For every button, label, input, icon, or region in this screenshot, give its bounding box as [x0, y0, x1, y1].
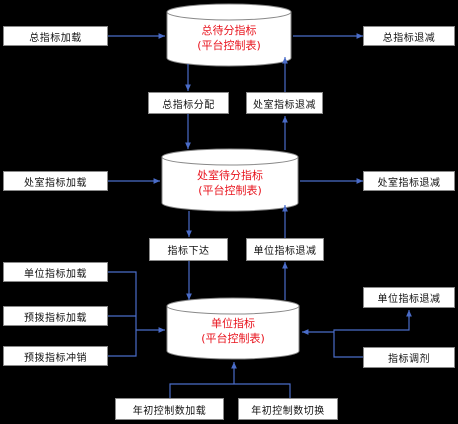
box-index-adjust: 指标调剂 [363, 347, 455, 368]
box-unit-load: 单位指标加载 [3, 262, 108, 282]
drum-top-subtitle: (平台控制表) [197, 39, 261, 52]
box-budget-load: 预拨指标加载 [3, 306, 108, 326]
box-total-alloc: 总指标分配 [148, 92, 229, 114]
box-index-issue: 指标下达 [149, 238, 228, 261]
drum-bottom [166, 297, 300, 360]
drum-bottom-subtitle: (平台控制表) [201, 332, 265, 345]
box-year-switch: 年初控制数切换 [238, 398, 338, 420]
box-dept-return-right: 处室指标退减 [363, 171, 455, 191]
box-dept-load: 处室指标加载 [3, 171, 108, 191]
drum-bottom-label: 单位指标 (平台控制表) [167, 310, 299, 352]
drum-top-title: 总待分指标 [201, 24, 257, 37]
drum-middle-title: 处室待分指标 [197, 169, 263, 182]
drum-middle [161, 148, 299, 212]
box-unit-return-up: 单位指标退减 [246, 238, 324, 261]
box-budget-offset: 预拨指标冲销 [3, 346, 108, 366]
bottom-collector [169, 383, 291, 398]
box-total-return: 总指标退减 [363, 26, 455, 46]
drum-middle-label: 处室待分指标 (平台控制表) [162, 162, 298, 204]
box-total-load: 总指标加载 [3, 26, 108, 46]
drum-middle-subtitle: (平台控制表) [198, 184, 262, 197]
drum-top [166, 3, 292, 67]
left-collector [108, 271, 137, 357]
adjust-link [333, 312, 410, 358]
drum-top-label: 总待分指标 (平台控制表) [167, 18, 291, 58]
drum-bottom-title: 单位指标 [211, 317, 255, 330]
box-dept-return-up: 处室指标退减 [246, 92, 323, 114]
box-year-load: 年初控制数加载 [115, 398, 224, 420]
box-unit-return-right: 单位指标退减 [363, 287, 455, 308]
